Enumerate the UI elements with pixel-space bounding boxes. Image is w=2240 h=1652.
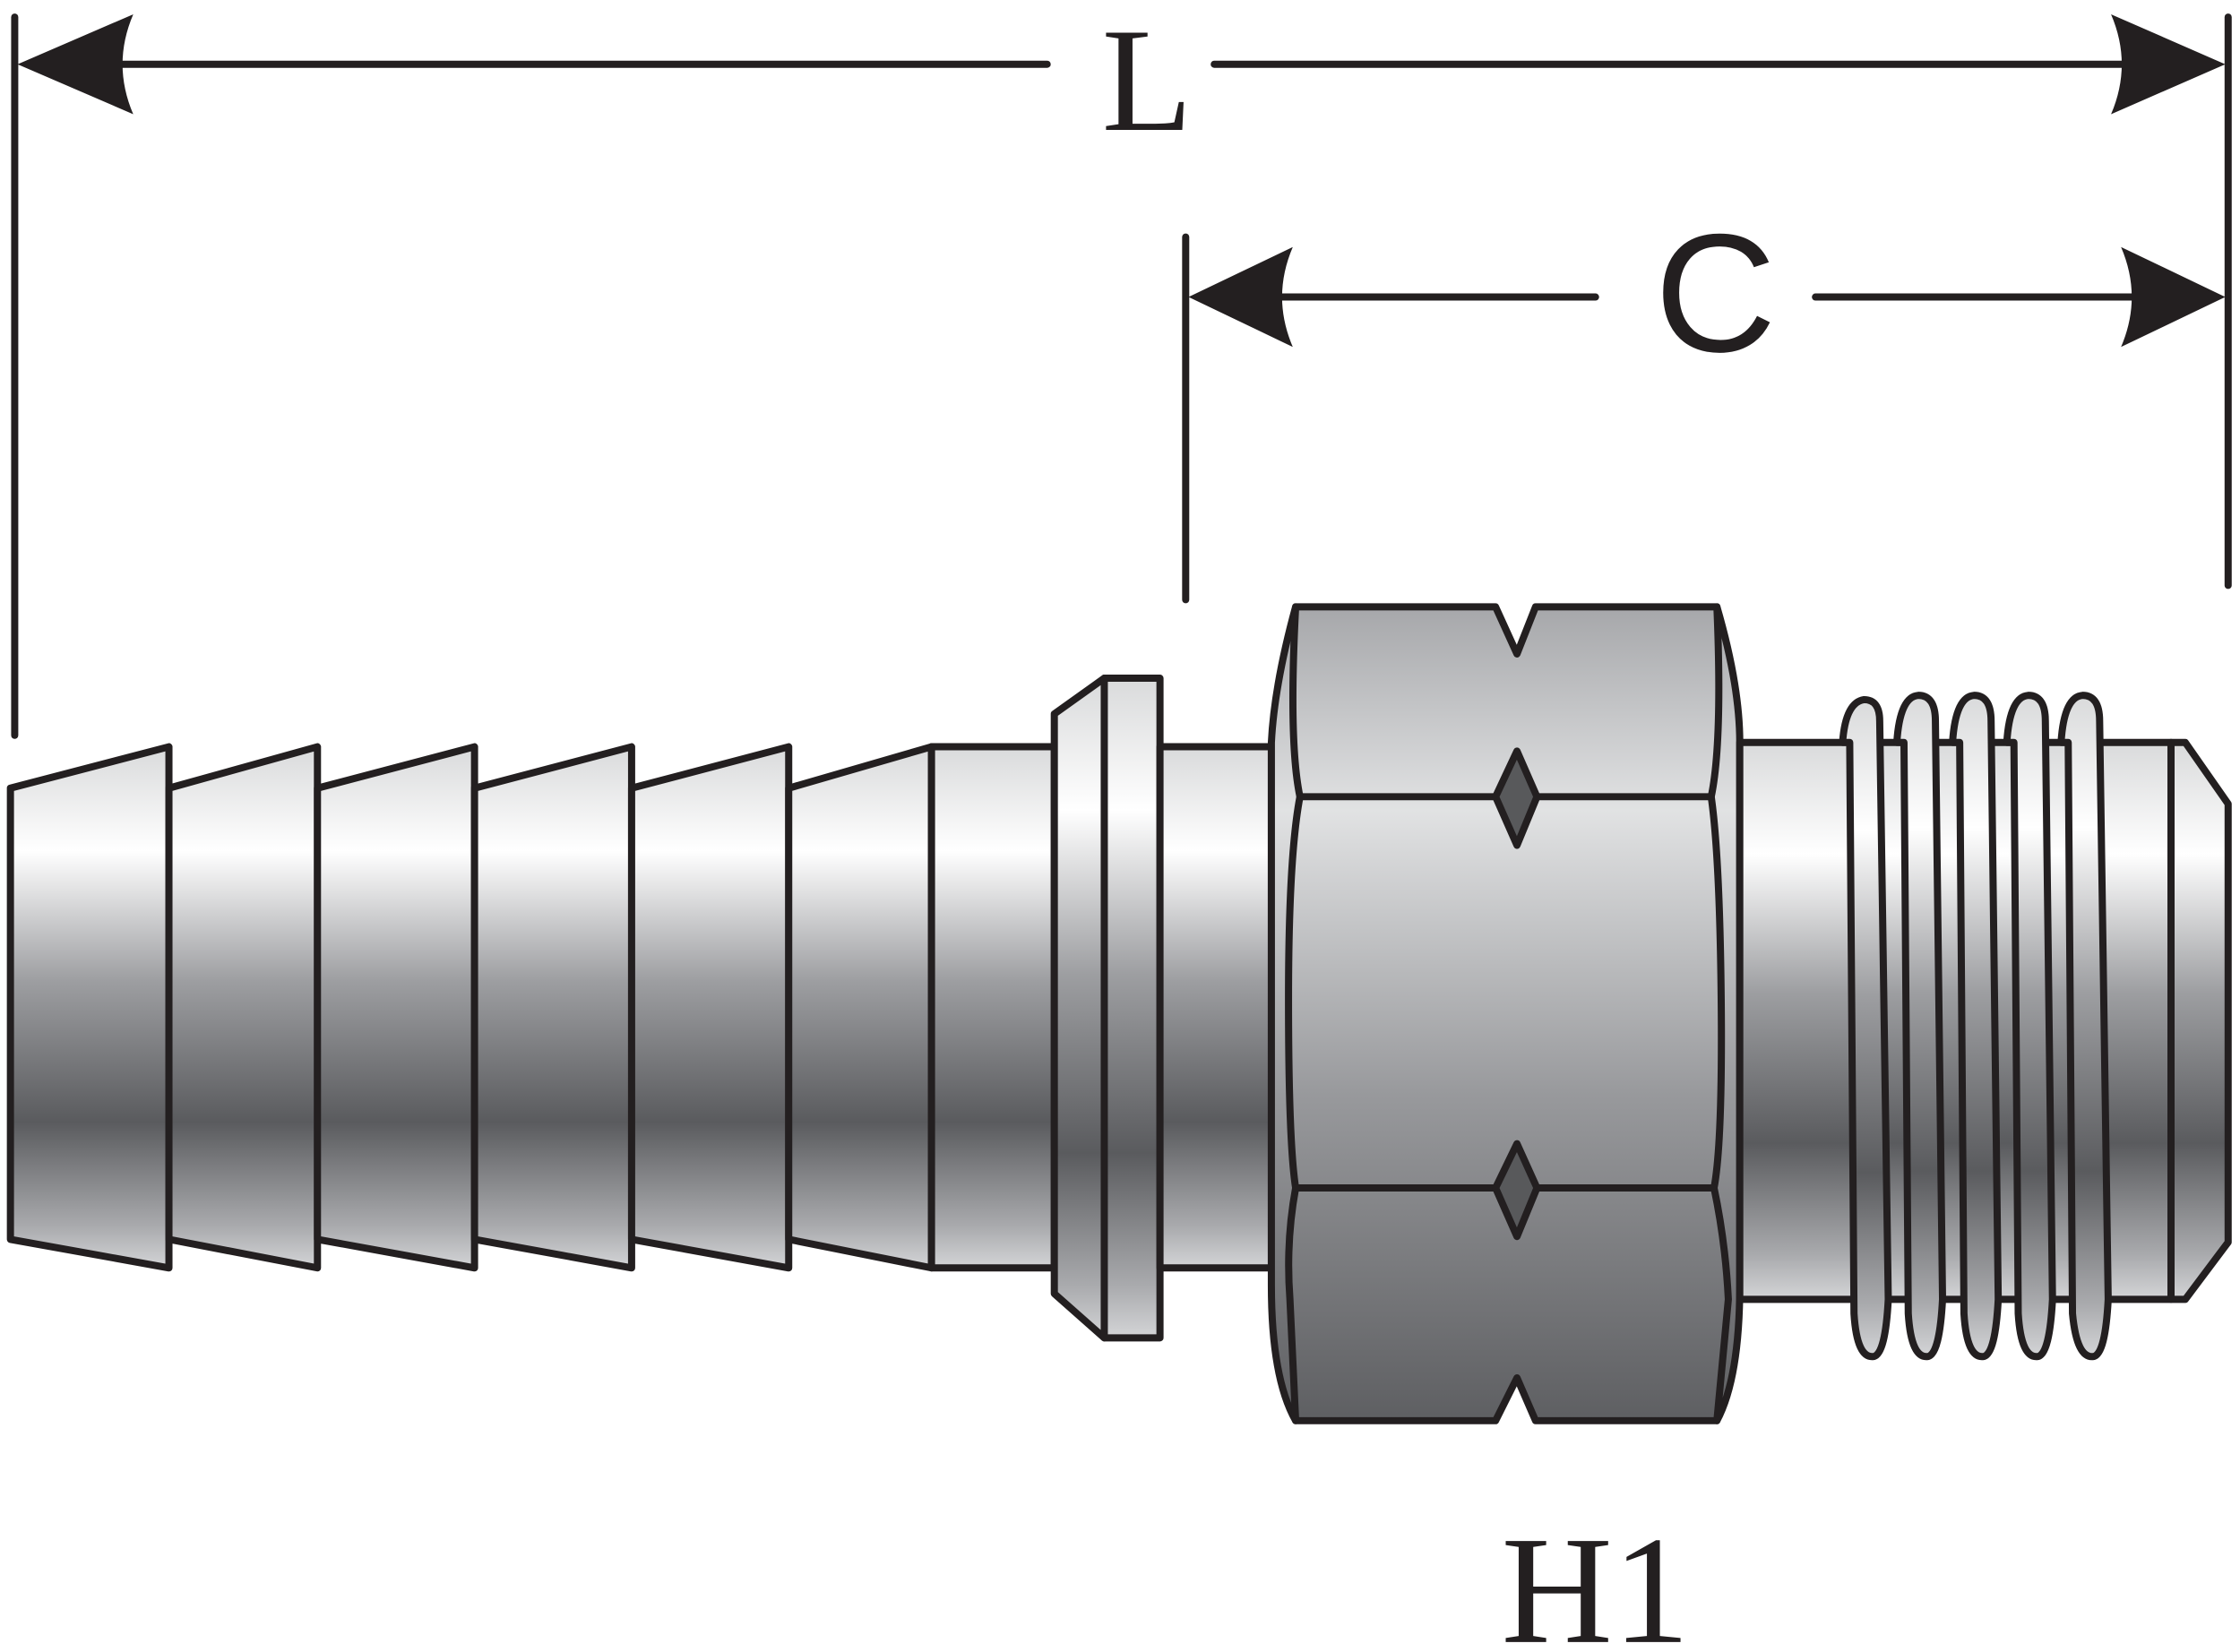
- arrowhead-right-icon: [2121, 246, 2226, 348]
- l-dimension: L: [17, 0, 2226, 162]
- c-dimension: C: [1188, 199, 2226, 387]
- h1-label: H1: [1502, 1506, 1690, 1652]
- hose-barb-stem: [6, 743, 1058, 1272]
- hex-corner-diamond-icon: [1492, 747, 1541, 849]
- arrowhead-left-icon: [17, 13, 134, 115]
- collar: [1050, 675, 1275, 1342]
- hex-nut: [1267, 603, 1744, 1424]
- c-label: C: [1655, 199, 1777, 387]
- hex-corner-diamond-icon: [1492, 1140, 1541, 1241]
- threaded-end: [1736, 692, 2232, 1361]
- l-label: L: [1102, 0, 1193, 162]
- arrowhead-right-icon: [2111, 13, 2226, 115]
- arrowhead-left-icon: [1188, 246, 1293, 348]
